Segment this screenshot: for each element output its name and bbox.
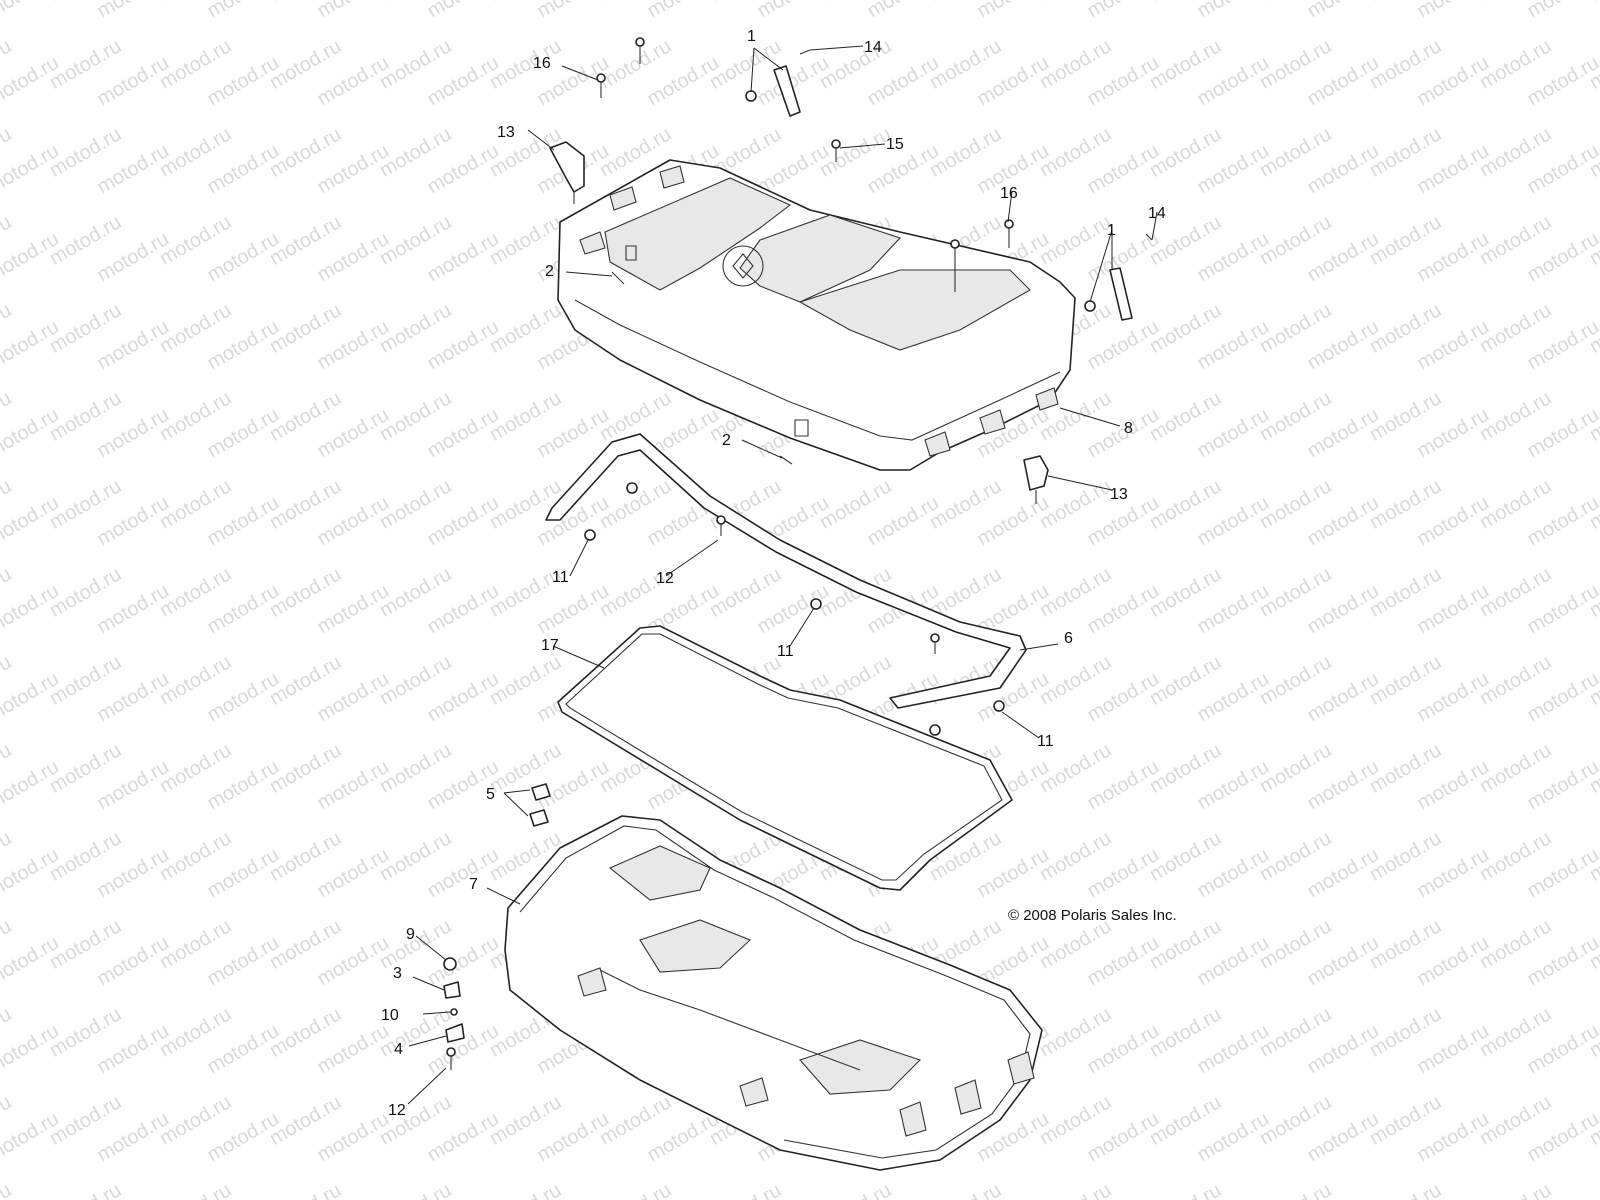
watermark-text: motod.ru <box>1366 1179 1445 1200</box>
callout-1-right: 1 <box>1107 222 1116 239</box>
watermark-text: motod.ru <box>1413 0 1492 22</box>
callout-5: 5 <box>486 786 495 803</box>
watermark-text: motod.ru <box>313 0 392 22</box>
watermark-text: motod.ru <box>1586 1179 1600 1200</box>
watermark-text: motod.ru <box>423 0 502 22</box>
watermark-text: motod.ru <box>706 1179 785 1200</box>
callout-12-top: 12 <box>656 570 674 587</box>
callout-11-b: 11 <box>777 643 794 660</box>
watermark-text: motod.ru <box>486 1179 565 1200</box>
part-17-seal <box>557 625 1013 891</box>
watermark-text: motod.ru <box>1036 1179 1115 1200</box>
callout-14-right: 14 <box>1148 205 1166 222</box>
leader-lines <box>407 45 1158 1105</box>
callout-2-center: 2 <box>722 432 731 449</box>
part-8-lid <box>557 159 1076 471</box>
watermark-text: motod.ru <box>926 1179 1005 1200</box>
callout-1-top: 1 <box>747 28 756 45</box>
callout-9: 9 <box>406 926 415 943</box>
watermark-text: motod.ru <box>596 1179 675 1200</box>
watermark-text: motod.ru <box>973 0 1052 22</box>
watermark-text: motod.ru <box>643 0 722 22</box>
callout-3: 3 <box>393 965 402 982</box>
callouts: 1 1 2 2 3 4 5 6 7 8 9 10 11 11 11 12 12 … <box>381 28 1166 1119</box>
callout-14-top: 14 <box>864 39 882 56</box>
watermark-text: motod.ru <box>93 0 172 22</box>
watermark-text: motod.ru <box>46 1179 125 1200</box>
callout-13-bottom: 13 <box>1110 486 1128 503</box>
hardware <box>443 37 1153 1070</box>
callout-12-bottom: 12 <box>388 1102 406 1119</box>
callout-13-top: 13 <box>497 124 515 141</box>
watermark-text: motod.ru <box>816 1179 895 1200</box>
part-7-box <box>504 815 1043 1171</box>
watermark-text: motod.ru <box>0 1179 15 1200</box>
watermark-text: motod.ru <box>533 0 612 22</box>
callout-2-left: 2 <box>545 263 554 280</box>
watermark-text: motod.ru <box>1083 0 1162 22</box>
watermark-text: motod.ru <box>1476 1179 1555 1200</box>
callout-16-right: 16 <box>1000 185 1018 202</box>
callout-16-top: 16 <box>533 55 551 72</box>
watermark-text: motod.ru <box>203 0 282 22</box>
watermark-text: motod.ru <box>1586 0 1600 6</box>
watermark-text: motod.ru <box>376 1179 455 1200</box>
watermark-text: motod.ru <box>266 1179 345 1200</box>
callout-4: 4 <box>394 1041 403 1058</box>
callout-8: 8 <box>1124 420 1133 437</box>
callout-15: 15 <box>886 136 904 153</box>
callout-11-c: 11 <box>1037 733 1054 750</box>
watermark-text: motod.ru <box>1523 0 1600 22</box>
callout-17: 17 <box>541 637 559 654</box>
watermark-text: motod.ru <box>1256 1179 1335 1200</box>
watermark-text: motod.ru <box>863 0 942 22</box>
copyright-notice: © 2008 Polaris Sales Inc. <box>1008 907 1177 924</box>
watermark-text: motod.ru <box>156 1179 235 1200</box>
callout-10: 10 <box>381 1007 399 1024</box>
callout-11-a: 11 <box>552 569 569 586</box>
watermark-text: motod.ru <box>1146 1179 1225 1200</box>
watermark-text: motod.ru <box>1303 0 1382 22</box>
callout-6: 6 <box>1064 630 1073 647</box>
watermark-text: motod.ru <box>753 0 832 22</box>
watermark-text: motod.ru <box>1193 0 1272 22</box>
part-6-rail <box>545 433 1027 709</box>
watermark-text: motod.ru <box>0 0 63 22</box>
callout-7: 7 <box>469 876 478 893</box>
